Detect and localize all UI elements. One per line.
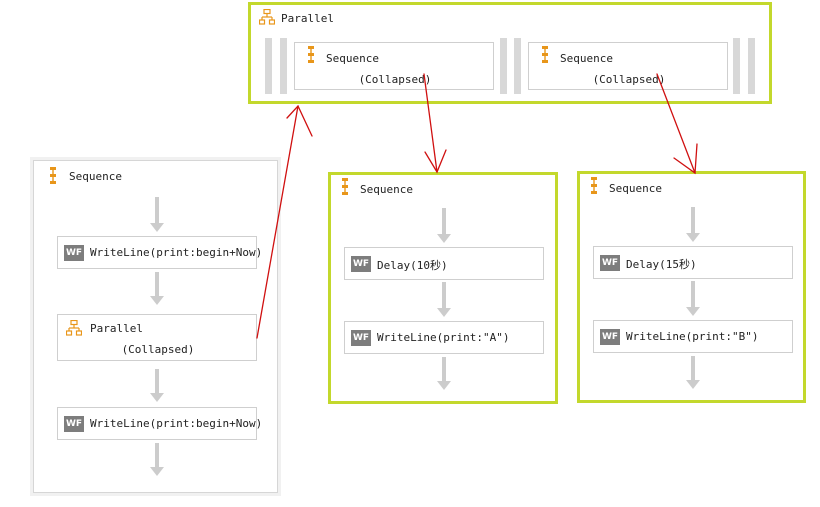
wf-activity-icon: WF [600,329,620,345]
annotation-arrowhead [673,143,698,175]
annotation-arrowhead [424,149,447,174]
parallel-container[interactable]: Parallel Sequence (Collapsed) Sequence (… [248,2,772,104]
parallel-branch-1[interactable]: Sequence (Collapsed) [294,42,494,90]
sequence-b-container[interactable]: Sequence WF Delay(15秒) WF WriteLine(prin… [577,171,806,403]
collapsed-state: (Collapsed) [592,73,666,86]
sequence-b-title: Sequence [609,182,662,195]
parallel-activity-collapsed[interactable]: Parallel (Collapsed) [57,314,257,361]
branch-drop-bar [500,38,507,94]
delay-activity-a[interactable]: WF Delay(10秒) [344,247,544,280]
sequence-a-title: Sequence [360,183,413,196]
branch-drop-bar [733,38,740,94]
sequence-icon [342,178,348,195]
parallel-icon [66,320,82,336]
branch-drop-bar [280,38,287,94]
delay-activity-b[interactable]: WF Delay(15秒) [593,246,793,279]
parallel-icon [259,9,275,25]
annotation-arrow-to-sequence-a [423,73,438,173]
left-sequence-title: Sequence [69,170,122,183]
sequence-icon [542,46,548,63]
activity-label: Delay(15秒) [626,258,697,271]
wf-activity-icon: WF [64,416,84,432]
wf-activity-icon: WF [600,255,620,271]
wf-activity-icon: WF [351,256,371,272]
activity-label: WriteLine(print:begin+Now) [90,417,263,430]
annotation-arrow-to-sequence-b [656,73,696,174]
wf-activity-icon: WF [351,330,371,346]
sequence-icon [50,167,56,184]
writeline-activity-1[interactable]: WF WriteLine(print:begin+Now) [57,236,262,269]
parallel-title: Parallel [281,12,334,25]
branch-drop-bar [748,38,755,94]
writeline-activity-a[interactable]: WF WriteLine(print:"A") [344,321,544,354]
sequence-icon [591,177,597,194]
activity-label: Delay(10秒) [377,259,448,272]
sequence-a-container[interactable]: Sequence WF Delay(10秒) WF WriteLine(prin… [328,172,558,404]
annotation-arrow-to-parallel [256,105,299,339]
branch-drop-bar [514,38,521,94]
sequence-icon [308,46,314,63]
branch-drop-bar [265,38,272,94]
activity-label: WriteLine(print:"A") [377,331,510,344]
branch-title: Sequence [326,52,379,65]
annotation-arrowhead [286,104,313,137]
activity-label: Parallel [90,322,143,335]
writeline-activity-2[interactable]: WF WriteLine(print:begin+Now) [57,407,262,440]
collapsed-state: (Collapsed) [121,343,195,356]
activity-label: WriteLine(print:"B") [626,330,759,343]
collapsed-state: (Collapsed) [358,73,432,86]
branch-title: Sequence [560,52,613,65]
writeline-activity-b[interactable]: WF WriteLine(print:"B") [593,320,793,353]
parallel-branch-2[interactable]: Sequence (Collapsed) [528,42,728,90]
wf-activity-icon: WF [64,245,84,261]
activity-label: WriteLine(print:begin+Now) [90,246,263,259]
left-sequence-container[interactable]: Sequence WF WriteLine(print:begin+Now) P… [33,160,278,493]
